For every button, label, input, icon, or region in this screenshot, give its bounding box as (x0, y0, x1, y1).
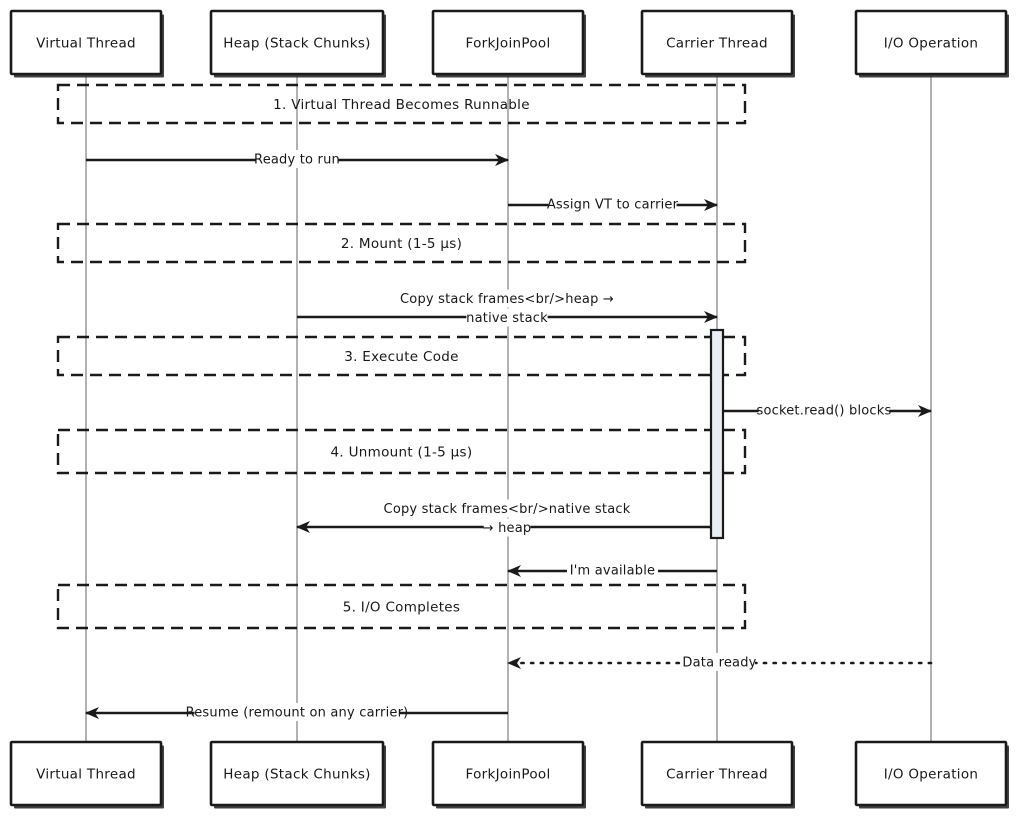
message-m8: Resume (remount on any carrier) (85, 703, 508, 721)
message-label-backdrop (548, 195, 677, 213)
actor-box-rect (431, 740, 585, 807)
actor-box-bottom-vt[interactable]: Virtual Thread (9, 740, 164, 809)
notes-layer: 1. Virtual Thread Becomes Runnable 2. Mou… (56, 83, 747, 630)
note-label: 4. Unmount (1-5 μs) (331, 445, 473, 461)
message-m1: Ready to run (86, 150, 509, 168)
actor-box-top-ct[interactable]: Carrier Thread (640, 9, 795, 78)
message-label: Assign VT to carrier (547, 198, 679, 213)
actor-box-rect (9, 740, 163, 807)
message-label-backdrop (194, 703, 400, 721)
note-border (56, 428, 747, 475)
actor-box-top-vt[interactable]: Virtual Thread (9, 9, 164, 78)
actor-box-top-heap[interactable]: Heap (Stack Chunks) (209, 9, 386, 78)
note-label: 2. Mount (1-5 μs) (341, 236, 462, 252)
message-label-backdrop (758, 401, 890, 419)
message-label-backdrop (466, 308, 548, 327)
note-label: 1. Virtual Thread Becomes Runnable (273, 97, 530, 113)
message-label-backdrop (566, 561, 659, 579)
note-note4: 4. Unmount (1-5 μs) (56, 428, 747, 475)
message-label-backdrop (483, 518, 531, 537)
message-m6: I'm available (507, 561, 717, 579)
actor-label-vt: Virtual Thread (36, 767, 136, 783)
message-m5: Copy stack frames<br/>native stack → heap (296, 499, 711, 537)
actor-label-io: I/O Operation (884, 36, 979, 52)
actor-label-heap: Heap (Stack Chunks) (223, 767, 370, 783)
actor-label-fjp: ForkJoinPool (466, 767, 551, 783)
message-label-backdrop (684, 653, 755, 671)
actor-box-rect (431, 9, 585, 76)
message-label: Resume (remount on any carrier) (186, 706, 409, 721)
note-label: 5. I/O Completes (343, 600, 461, 616)
note-label: 3. Execute Code (344, 349, 459, 365)
actor-box-bottom-fjp[interactable]: ForkJoinPool (431, 740, 586, 809)
note-note5: 5. I/O Completes (56, 583, 747, 630)
actor-label-ct: Carrier Thread (666, 767, 768, 783)
actor-box-top-io[interactable]: I/O Operation (854, 9, 1009, 78)
message-label-backdrop (255, 150, 339, 168)
message-m3: Copy stack frames<br/>heap → native stack (297, 289, 718, 327)
message-label: Copy stack frames<br/>native stack (384, 502, 631, 517)
actor-label-fjp: ForkJoinPool (466, 36, 551, 52)
note-border (56, 222, 747, 264)
message-label-backdrop (392, 499, 622, 518)
message-label: Data ready (682, 656, 756, 671)
actor-box-rect (9, 9, 163, 76)
actor-box-bottom-ct[interactable]: Carrier Thread (640, 740, 795, 809)
actor-label-io: I/O Operation (884, 767, 979, 783)
message-label: I'm available (570, 564, 655, 579)
note-border (56, 583, 747, 630)
actor-label-heap: Heap (Stack Chunks) (223, 36, 370, 52)
actor-label-vt: Virtual Thread (36, 36, 136, 52)
actor-box-rect (854, 9, 1008, 76)
message-label: Ready to run (254, 153, 340, 168)
actor-box-top-fjp[interactable]: ForkJoinPool (431, 9, 586, 78)
message-m2: Assign VT to carrier (508, 195, 718, 213)
activation-bar-ct (709, 328, 725, 540)
message-label-backdrop (410, 289, 604, 308)
activations-layer (709, 328, 725, 540)
actor-box-rect (640, 9, 794, 76)
note-border (56, 335, 747, 377)
actor-box-bottom-heap[interactable]: Heap (Stack Chunks) (209, 740, 386, 809)
actor-label-ct: Carrier Thread (666, 36, 768, 52)
actor-box-rect (209, 740, 385, 807)
message-label: native stack (466, 311, 548, 326)
message-m4: socket.read() blocks (723, 401, 932, 419)
message-m7: Data ready (506, 653, 933, 671)
note-note1: 1. Virtual Thread Becomes Runnable (56, 83, 747, 125)
message-label: Copy stack frames<br/>heap → (400, 292, 614, 307)
note-border (56, 83, 747, 125)
actor-box-rect (209, 9, 385, 76)
actor-box-rect (854, 740, 1008, 807)
actor-box-rect (640, 740, 794, 807)
note-note2: 2. Mount (1-5 μs) (56, 222, 747, 264)
note-note3: 3. Execute Code (56, 335, 747, 377)
message-label: → heap (483, 521, 532, 536)
message-label: socket.read() blocks (757, 404, 892, 419)
actor-box-bottom-io[interactable]: I/O Operation (854, 740, 1009, 809)
